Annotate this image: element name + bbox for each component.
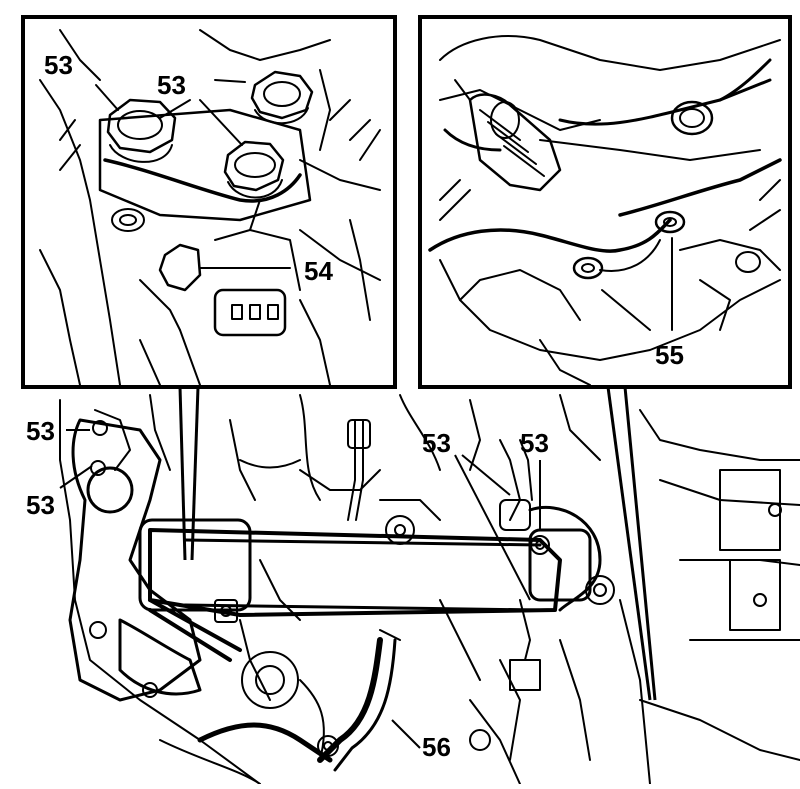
callout-main-53-center: 53 — [422, 428, 451, 458]
callout-main-53-lower: 53 — [26, 490, 55, 520]
callout-inset-left-53-b: 53 — [157, 70, 186, 100]
callout-inset-left-54: 54 — [304, 256, 333, 286]
main-callout-leaders — [59, 429, 541, 749]
callout-main-53-upper: 53 — [26, 416, 55, 446]
callout-main-53-right: 53 — [520, 428, 549, 458]
callout-main-56: 56 — [422, 732, 451, 762]
main-engine-view — [59, 394, 800, 785]
right-detail-inset: 55 — [418, 15, 792, 389]
callout-inset-right-55: 55 — [655, 340, 684, 370]
inset-pointer-lines — [178, 386, 657, 701]
callout-inset-left-53-a: 53 — [44, 50, 73, 80]
left-detail-inset: 53 53 54 — [21, 15, 397, 389]
